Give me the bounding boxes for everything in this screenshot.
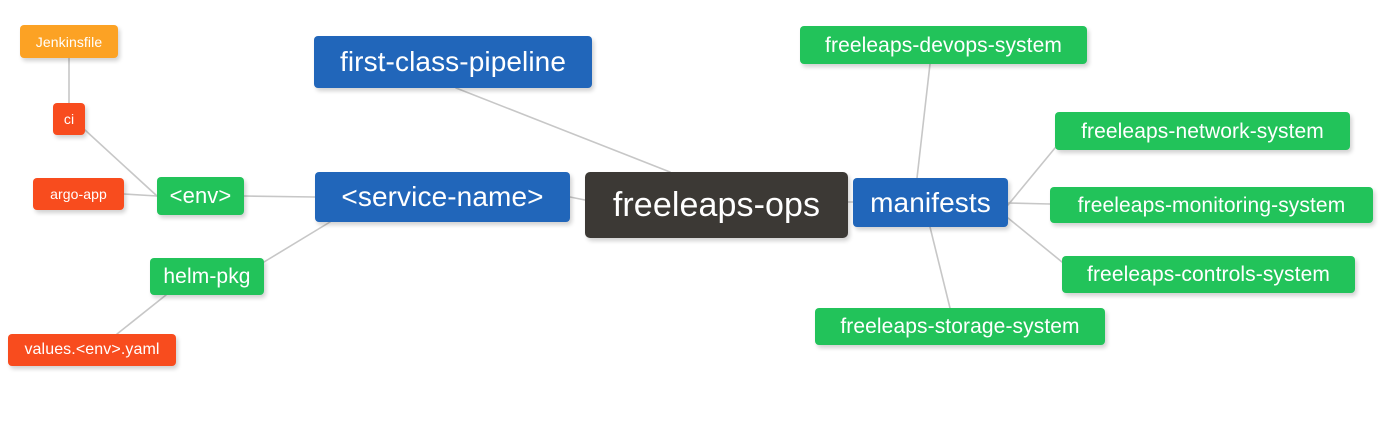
edge-manifests-to-monitoring <box>1007 202 1051 205</box>
node-jenkinsfile[interactable]: Jenkinsfile <box>20 25 118 58</box>
node-root[interactable]: freeleaps-ops <box>585 172 848 238</box>
edge-pipeline-to-root <box>455 87 671 173</box>
edge-env-to-service-name <box>243 195 316 198</box>
node-storage[interactable]: freeleaps-storage-system <box>815 308 1105 345</box>
node-label: freeleaps-ops <box>612 186 821 224</box>
node-label: <env> <box>169 183 232 208</box>
node-label: freeleaps-network-system <box>1081 119 1324 143</box>
edge-manifests-to-controls <box>1007 217 1063 263</box>
node-service-name[interactable]: <service-name> <box>315 172 570 222</box>
node-ci[interactable]: ci <box>53 103 85 135</box>
node-values-yaml[interactable]: values.<env>.yaml <box>8 334 176 366</box>
node-label: freeleaps-devops-system <box>825 33 1062 57</box>
node-label: freeleaps-storage-system <box>840 315 1080 338</box>
node-devops[interactable]: freeleaps-devops-system <box>800 26 1087 64</box>
node-label: freeleaps-monitoring-system <box>1077 193 1346 217</box>
edge-manifests-to-devops <box>916 63 931 179</box>
node-label: Jenkinsfile <box>35 33 103 50</box>
node-helm-pkg[interactable]: helm-pkg <box>150 258 264 295</box>
edge-argo-app-to-env <box>123 193 158 197</box>
node-monitoring[interactable]: freeleaps-monitoring-system <box>1050 187 1373 223</box>
edge-helm-pkg-to-service-name <box>263 221 331 263</box>
node-argo-app[interactable]: argo-app <box>33 178 124 210</box>
node-label: manifests <box>870 186 991 218</box>
node-network[interactable]: freeleaps-network-system <box>1055 112 1350 150</box>
node-env[interactable]: <env> <box>157 177 244 215</box>
node-label: values.<env>.yaml <box>24 341 160 358</box>
edge-manifests-to-network <box>1007 147 1056 206</box>
node-manifests[interactable]: manifests <box>853 178 1008 227</box>
node-label: argo-app <box>50 186 107 202</box>
node-label: <service-name> <box>341 181 544 212</box>
node-label: helm-pkg <box>163 265 251 288</box>
node-pipeline[interactable]: first-class-pipeline <box>314 36 592 88</box>
node-label: first-class-pipeline <box>339 46 567 77</box>
node-label: freeleaps-controls-system <box>1087 263 1330 286</box>
edge-values-yaml-to-helm-pkg <box>116 294 167 335</box>
edge-service-name-to-root <box>569 196 586 201</box>
edge-manifests-to-storage <box>929 226 951 309</box>
node-controls[interactable]: freeleaps-controls-system <box>1062 256 1355 293</box>
node-label: ci <box>63 111 75 127</box>
